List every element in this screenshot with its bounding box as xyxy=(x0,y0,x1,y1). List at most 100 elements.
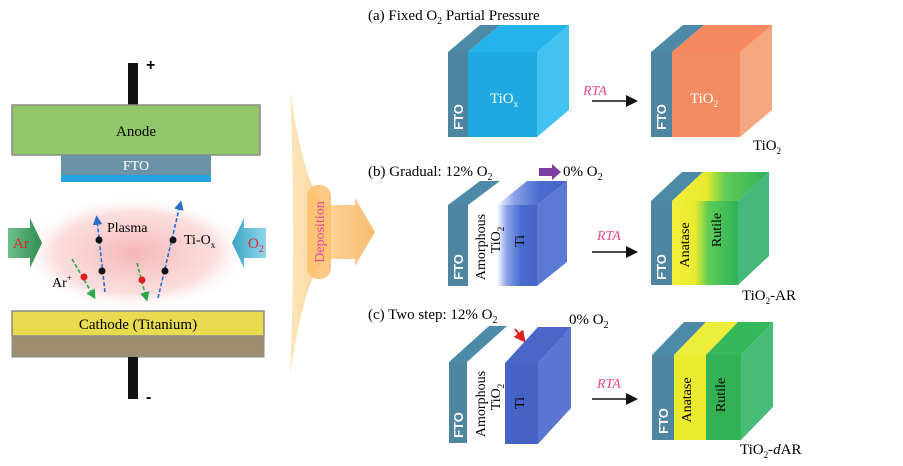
film-front xyxy=(468,52,537,137)
tiox-particle xyxy=(95,236,103,244)
ar-gas-label: Ar xyxy=(13,236,29,252)
two-step-deposited-stack: FTO Amorphous TiO2 Ti xyxy=(449,326,571,444)
ti-layer-label: Ti xyxy=(513,397,528,409)
film-side xyxy=(537,25,569,137)
result-label: TiO2 xyxy=(753,138,781,156)
anode-label: Anode xyxy=(116,124,156,140)
cathode-base xyxy=(11,335,265,358)
fto-top xyxy=(651,25,704,52)
film-top xyxy=(497,181,567,205)
film-top xyxy=(672,25,772,52)
panel-a: (a) Fixed O2 Partial Pressure FTO TiOx R… xyxy=(368,8,781,156)
result-label: TiO2-AR xyxy=(742,288,796,306)
fto-front xyxy=(651,201,672,285)
ar-ion-particle xyxy=(138,276,146,284)
fto-front xyxy=(652,355,674,440)
anatase-label: Anatase xyxy=(680,377,695,422)
tiox-label: Ti-Ox xyxy=(184,233,216,250)
tio2-film-cube: FTO TiO2 xyxy=(651,25,772,137)
result-label: TiO2-dAR xyxy=(740,442,801,460)
red-pointer-arrow-1 xyxy=(513,328,526,343)
film-top xyxy=(672,172,769,201)
anatase-rutile-distinct-cube: FTO Anatase Rutile xyxy=(652,322,773,440)
fto-top xyxy=(448,181,500,205)
ar-gas-arrow xyxy=(8,218,42,268)
fto-top xyxy=(652,322,706,355)
rta-label: RTA xyxy=(596,377,621,392)
sputter-chamber: + Anode FTO Ar O2 Plasma Ti-Ox Ar+ Catho… xyxy=(8,57,266,406)
zero-o2-callout: 0% O2 xyxy=(569,312,609,331)
film-label: TiO2 xyxy=(690,91,718,109)
ti-top xyxy=(505,327,571,363)
gradual-deposited-stack: FTO Amorphous TiO2 Ti xyxy=(448,181,567,286)
tiox-trajectory-1 xyxy=(92,215,106,293)
fto-front xyxy=(448,52,468,137)
film-side xyxy=(740,25,772,137)
rutile-side xyxy=(741,322,773,440)
tiox-film-cube: FTO TiOx xyxy=(448,25,569,137)
tiox-particle xyxy=(98,267,106,275)
film-top xyxy=(468,25,569,52)
deposition-label: Deposition xyxy=(313,201,328,262)
ar-ion-particle xyxy=(80,273,88,281)
fto-label: FTO xyxy=(656,408,671,434)
panel-b-title-end: 0% O2 xyxy=(563,164,603,183)
panel-a-title: (a) Fixed O2 Partial Pressure xyxy=(368,8,540,27)
amorphous-label: Amorphous xyxy=(474,214,489,280)
tiox-particle xyxy=(169,236,177,244)
plus-sign: + xyxy=(146,57,155,74)
rutile-label: Rutile xyxy=(714,378,729,412)
rutile-front xyxy=(706,355,741,440)
amorphous-label: Amorphous xyxy=(474,371,489,437)
anatase-front xyxy=(674,355,706,440)
anatase-top xyxy=(674,322,738,355)
panel-c-title: (c) Two step: 12% O2 xyxy=(368,307,497,326)
film-front xyxy=(672,52,740,137)
ar-ion-label: Ar+ xyxy=(52,273,72,291)
fto-top xyxy=(449,326,507,362)
fto-label: FTO xyxy=(451,104,466,130)
panel-b-title: (b) Gradual: 12% O2 xyxy=(368,164,493,183)
anatase-rutile-gradient-cube: FTO Anatase Rutile xyxy=(651,172,769,285)
panel-b: (b) Gradual: 12% O2 0% O2 FTO Amorphous … xyxy=(368,164,796,306)
film-front xyxy=(497,205,537,286)
o2-gas-arrow xyxy=(232,218,266,268)
tiox-trajectory-2 xyxy=(157,200,184,299)
plasma-cloud xyxy=(20,195,250,311)
o2-gas-label: O2 xyxy=(248,236,264,255)
gradual-arrow xyxy=(539,164,561,180)
plasma-label: Plasma xyxy=(107,221,148,236)
cathode-label: Cathode (Titanium) xyxy=(79,317,197,333)
rutile-top xyxy=(706,322,773,355)
anatase-label: Anatase xyxy=(678,222,693,267)
panel-c: (c) Two step: 12% O2 0% O2 FTO Amorphous… xyxy=(368,307,801,460)
deposition-arrow: Deposition xyxy=(290,90,375,375)
anode-plate xyxy=(11,104,261,156)
fto-front xyxy=(448,205,468,286)
cathode-plate xyxy=(11,310,265,337)
fto-front xyxy=(449,362,467,443)
ti-layer-label: Ti xyxy=(513,235,528,247)
rta-label: RTA xyxy=(582,84,607,99)
fto-label: FTO xyxy=(654,104,669,130)
anode-terminal xyxy=(128,63,138,105)
fto-substrate-label: FTO xyxy=(123,159,149,174)
deposition-fan xyxy=(290,90,375,375)
fto-label: FTO xyxy=(451,412,466,438)
minus-sign: - xyxy=(146,389,151,406)
fto-top xyxy=(651,172,703,201)
fto-front xyxy=(651,52,672,137)
fto-film-strip xyxy=(61,175,211,182)
film-label: TiOx xyxy=(490,91,519,109)
ti-front xyxy=(505,363,538,444)
deposition-label-bg xyxy=(307,185,331,279)
fto-label: FTO xyxy=(654,254,669,280)
ti-side xyxy=(538,327,571,444)
film-side xyxy=(537,181,567,286)
tio2-layer-label: TiO2 xyxy=(489,227,506,254)
tiox-particle xyxy=(161,267,169,275)
tio2-layer-label: TiO2 xyxy=(489,384,506,411)
fto-substrate xyxy=(61,155,211,175)
film-side xyxy=(738,172,769,285)
